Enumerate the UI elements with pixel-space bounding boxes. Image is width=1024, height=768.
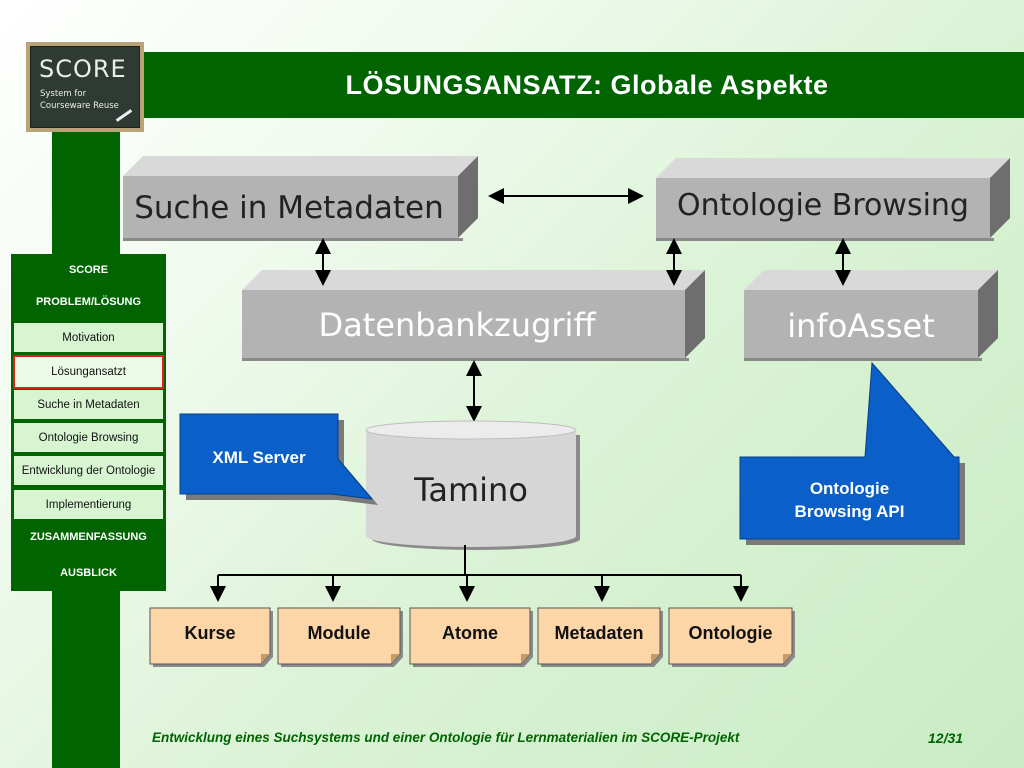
ontologie-browsing-box	[656, 158, 1010, 241]
logo-line1: System for	[40, 89, 87, 99]
kurse-label: Kurse	[184, 622, 236, 643]
nav-panel: SCORE PROBLEM/LÖSUNG Motivation Lösungan…	[11, 254, 166, 591]
nav-item-implementierung[interactable]: Implementierung	[13, 489, 164, 520]
ontologie-box	[668, 607, 795, 667]
collection-boxes	[149, 607, 795, 667]
suche-box	[123, 156, 478, 241]
connector-arrows	[315, 188, 851, 422]
nav-section-problem[interactable]: PROBLEM/LÖSUNG	[35, 296, 142, 308]
nav-section-score[interactable]: SCORE	[68, 264, 109, 276]
metadaten-box	[537, 607, 663, 667]
module-box	[277, 607, 403, 667]
logo-line2: Courseware Reuse	[40, 101, 119, 111]
xml-server-callout	[179, 413, 378, 505]
atome-label: Atome	[441, 622, 498, 643]
infoasset-box	[744, 270, 998, 361]
footer-text: Entwicklung eines Suchsystems und einer …	[152, 730, 740, 745]
module-label: Module	[307, 622, 371, 643]
nav-section-ausblick[interactable]: AUSBLICK	[60, 567, 117, 579]
tree-connectors	[210, 545, 749, 602]
nav-item-ontologie-browsing[interactable]: Ontologie Browsing	[13, 422, 164, 453]
api-label-line1: Ontologie	[809, 478, 890, 498]
nav-item-suche[interactable]: Suche in Metadaten	[13, 389, 164, 420]
datenbankzugriff-label: Datenbankzugriff	[318, 306, 596, 344]
kurse-box	[149, 607, 273, 667]
xml-server-label: XML Server	[212, 447, 306, 467]
logo-chalkboard: SCORE System for Courseware Reuse	[30, 46, 140, 128]
nav-item-entwicklung[interactable]: Entwicklung der Ontologie	[13, 455, 164, 486]
api-callout	[739, 361, 965, 545]
page-number: 12/31	[928, 730, 964, 746]
score-logo: SCORE System for Courseware Reuse	[26, 42, 144, 132]
nav-section-zusammenfassung[interactable]: ZUSAMMENFASSUNG	[30, 531, 147, 543]
title-bar	[52, 52, 1024, 118]
atome-box	[409, 607, 533, 667]
metadaten-label: Metadaten	[554, 622, 644, 643]
nav-item-loesungsansatz[interactable]: Lösungansatzt	[13, 355, 164, 389]
tamino-cylinder	[365, 420, 580, 550]
api-label-line2: Browsing API	[794, 501, 905, 521]
datenbankzugriff-box	[242, 270, 705, 361]
page-title: LÖSUNGSANSATZ: Globale Aspekte	[345, 69, 829, 100]
infoasset-label: infoAsset	[787, 307, 935, 345]
tamino-label: Tamino	[414, 471, 528, 509]
suche-label: Suche in Metadaten	[134, 190, 444, 226]
logo-name: SCORE	[39, 55, 127, 83]
nav-item-motivation[interactable]: Motivation	[13, 322, 164, 353]
ontologie-label: Ontologie	[688, 622, 773, 643]
ontologie-browsing-label: Ontologie Browsing	[677, 187, 969, 223]
